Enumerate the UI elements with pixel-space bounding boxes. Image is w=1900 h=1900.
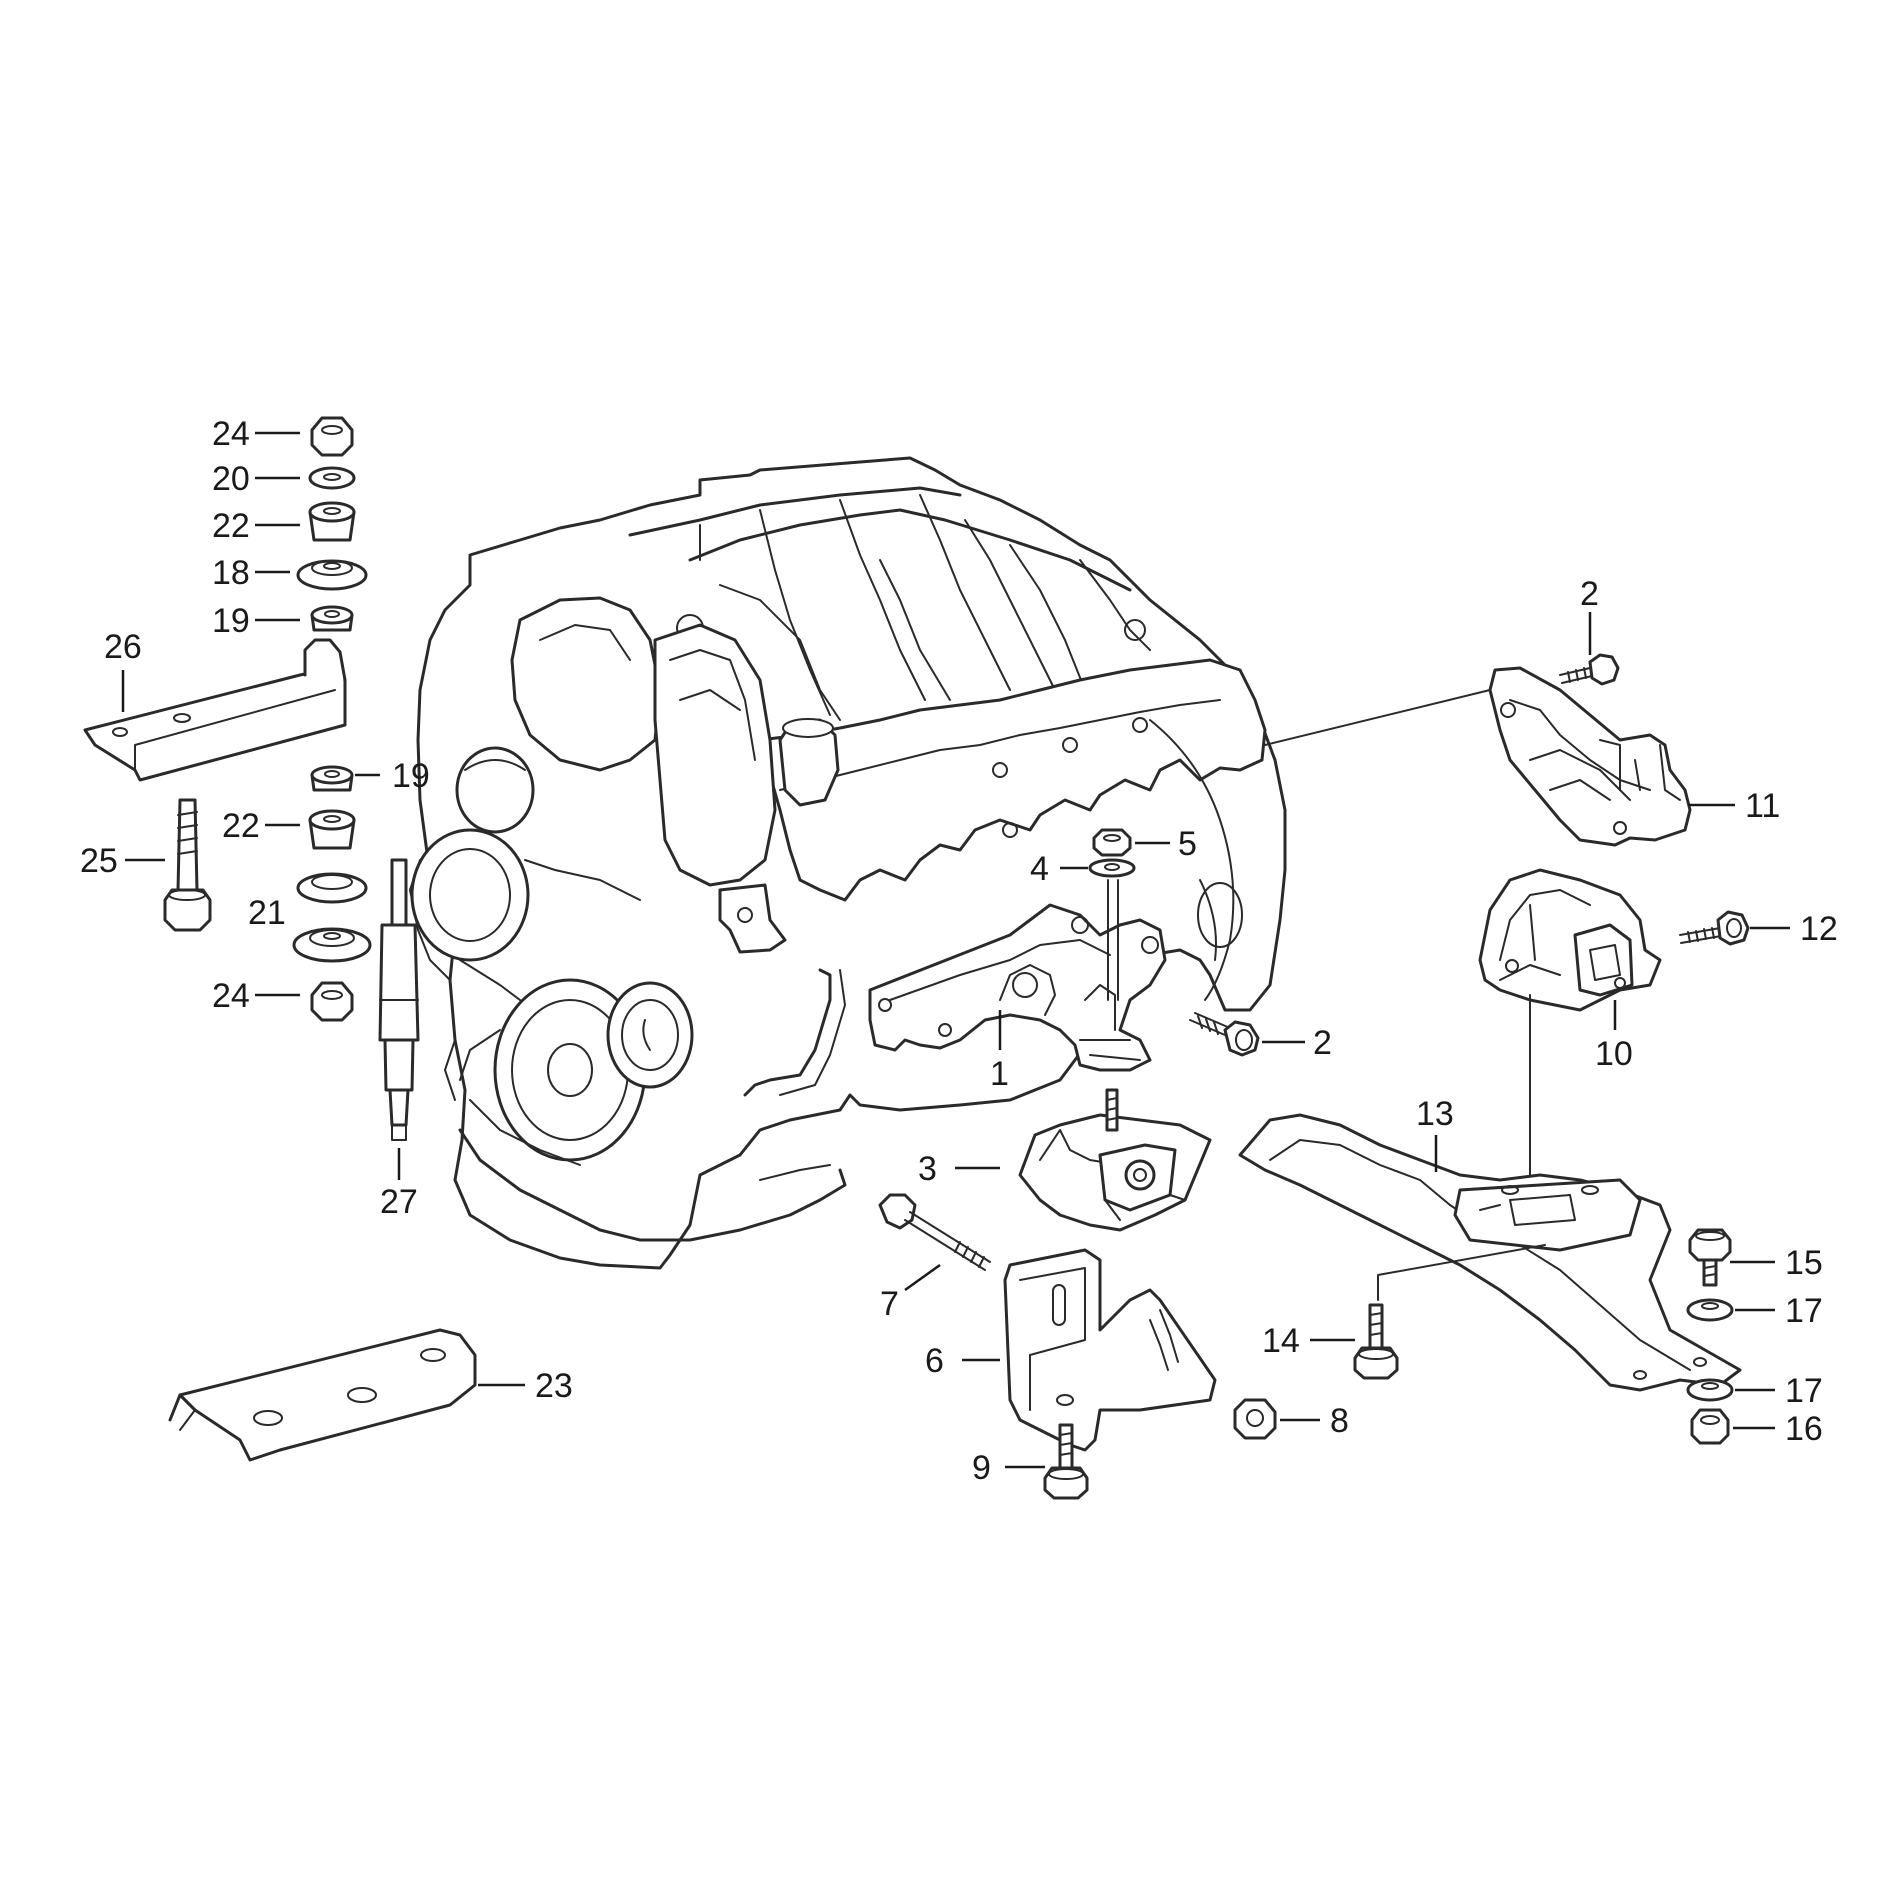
washer-17-lower: [1686, 1378, 1734, 1402]
callout-4: 4: [1030, 850, 1049, 888]
callout-5: 5: [1178, 825, 1197, 863]
nut-24-lower: [310, 981, 354, 1022]
leader-engine-to-mount-11: [1264, 689, 1491, 746]
washer-4: [1088, 858, 1136, 878]
callout-24-top: 24: [212, 415, 250, 453]
callout-15: 15: [1785, 1244, 1823, 1282]
nut-5: [1092, 828, 1132, 857]
bushing-22-lower: [308, 809, 356, 850]
nut-16: [1690, 1408, 1730, 1445]
callout-18: 18: [212, 554, 250, 592]
callout-21: 21: [248, 894, 286, 932]
callout-22-top: 22: [212, 507, 250, 545]
shock-damper-27: [378, 858, 420, 1141]
callout-22-lower: 22: [222, 807, 260, 845]
bolt-7: [878, 1193, 991, 1271]
callout-2-top: 2: [1580, 575, 1599, 613]
callout-27: 27: [380, 1183, 418, 1221]
callout-12: 12: [1800, 910, 1838, 948]
callout-19-top: 19: [212, 602, 250, 640]
leader-crossmember-to-bolt-14: [1377, 1244, 1546, 1301]
transmission-mount-10: [1478, 868, 1662, 1012]
mount-rubber-18: [296, 559, 368, 591]
callout-11: 11: [1745, 787, 1780, 825]
callout-labels: 24 20 22 18 19 26 19 22 25 21 24 27 23 2…: [80, 415, 1838, 1487]
callout-17-upper: 17: [1785, 1292, 1823, 1330]
plate-23: [168, 1328, 477, 1462]
callout-9: 9: [972, 1449, 991, 1487]
bolt-25: [163, 798, 212, 932]
callout-26: 26: [104, 628, 142, 666]
callout-7: 7: [880, 1285, 899, 1323]
callout-14: 14: [1262, 1322, 1300, 1360]
crossmember-13: [1238, 1113, 1742, 1392]
bolt-9: [1043, 1423, 1089, 1500]
callout-1: 1: [990, 1055, 1009, 1093]
callout-20: 20: [212, 460, 250, 498]
bracket-6: [1003, 1248, 1217, 1452]
callout-8: 8: [1330, 1402, 1349, 1440]
bolt-14: [1353, 1303, 1399, 1380]
bracket-26: [83, 638, 347, 782]
callout-25: 25: [80, 842, 118, 880]
callout-6: 6: [925, 1342, 944, 1380]
rubber-mount-3: [1018, 1088, 1212, 1232]
callout-19-lower: 19: [392, 757, 430, 795]
mount-rubber-21: [296, 872, 368, 904]
callout-leaders: [121, 431, 1790, 1469]
mount-rubber-large: [292, 927, 372, 963]
nut-8: [1233, 1398, 1277, 1440]
bolt-12: [1679, 910, 1750, 946]
callout-24-lower: 24: [212, 977, 250, 1015]
callout-17-lower: 17: [1785, 1372, 1823, 1410]
bushing-22-top: [308, 501, 356, 542]
engine-bracket-1: [868, 879, 1167, 1072]
bolt-15: [1688, 1228, 1732, 1287]
callout-16: 16: [1785, 1410, 1823, 1448]
callout-13: 13: [1416, 1095, 1454, 1133]
bolt-2-top: [1559, 653, 1620, 686]
spacer-19-lower: [310, 765, 354, 792]
callout-2-center: 2: [1313, 1024, 1332, 1062]
nut-24-top: [310, 416, 354, 457]
callout-23: 23: [535, 1367, 573, 1405]
engine-block: [409, 456, 1287, 1270]
washer-17-upper: [1686, 1298, 1734, 1322]
callout-10: 10: [1595, 1035, 1633, 1073]
transmission-mount-11: [1488, 666, 1692, 847]
callout-3: 3: [918, 1150, 937, 1188]
bolt-2-center: [1189, 1012, 1260, 1057]
washer-20: [308, 466, 356, 490]
spacer-19-top: [310, 605, 354, 632]
